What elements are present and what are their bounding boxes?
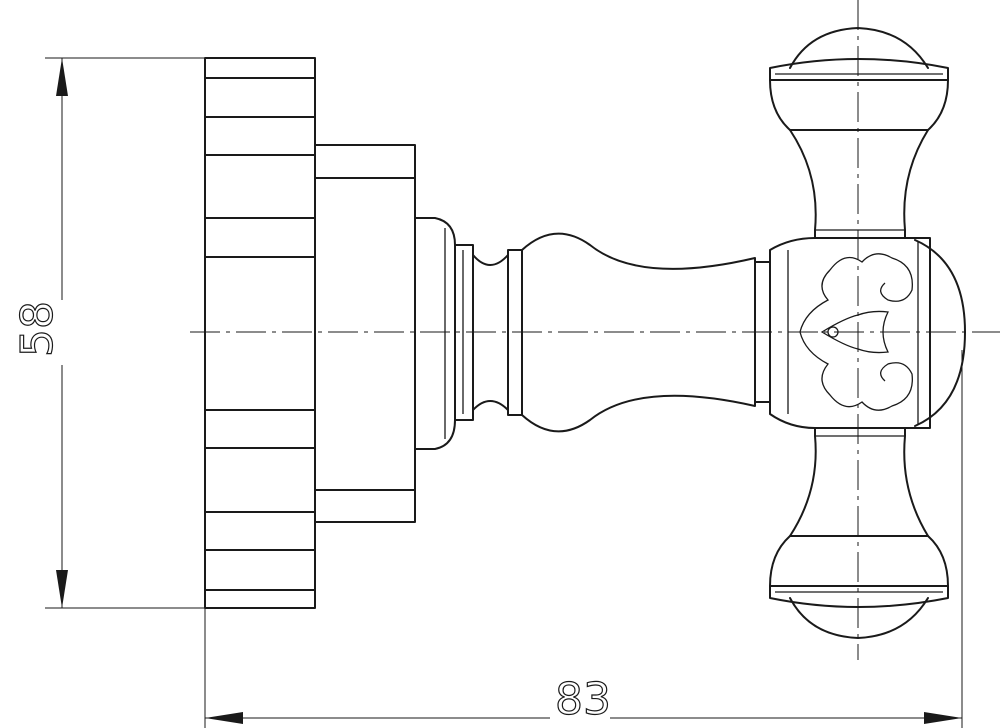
wall-flange [204,57,316,609]
neck-collar [414,217,456,450]
width-label: 83 [555,674,611,725]
upper-handle-arm [769,27,949,239]
height-label: 58 [12,301,63,357]
handle-hub [769,237,966,429]
ornament [799,253,913,411]
height-dimension: 58 [11,57,205,609]
width-dimension: 83 [204,350,963,728]
mounting-block [314,144,416,523]
lower-handle-arm [769,427,949,639]
